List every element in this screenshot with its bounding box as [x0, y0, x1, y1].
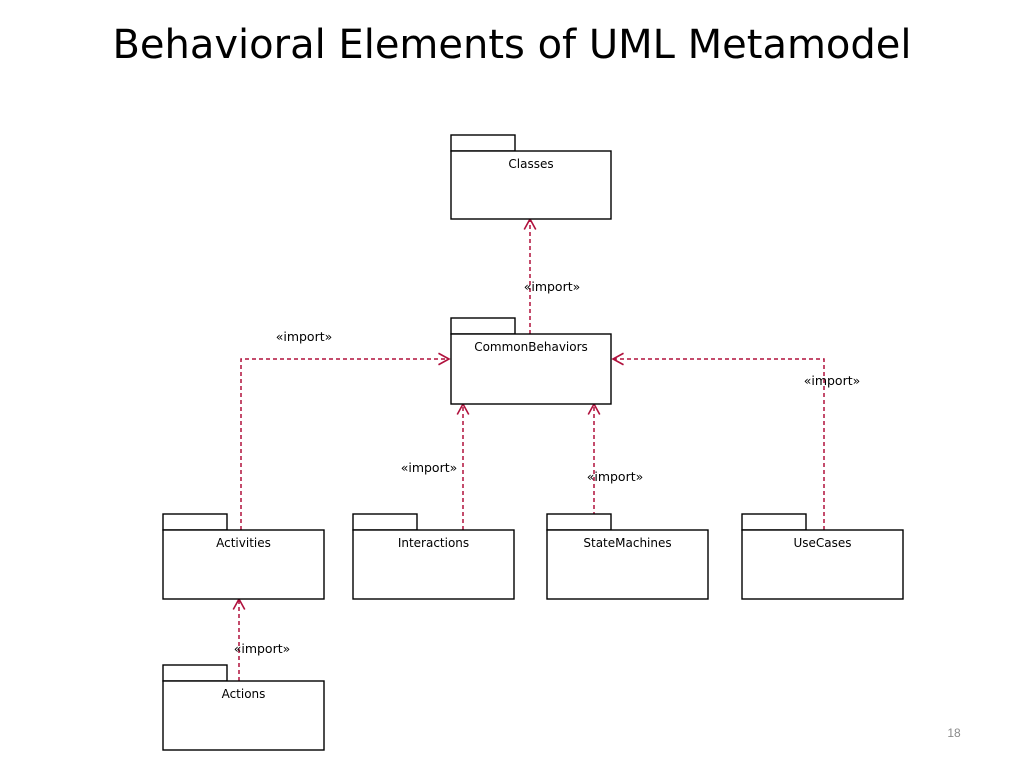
package-label: Interactions: [398, 536, 469, 550]
dependency-common-to-classes: [523, 217, 537, 334]
package-body: [162, 529, 325, 600]
package-tab: [450, 134, 516, 152]
slide-title: Behavioral Elements of UML Metamodel: [112, 22, 912, 68]
import-stereotype-label: «import»: [276, 329, 333, 344]
import-stereotype-label: «import»: [524, 279, 581, 294]
package-tab: [162, 513, 228, 531]
package-tab: [450, 317, 516, 335]
dependency-interactions-to-common: [456, 402, 470, 530]
dependency-activities-to-common: [240, 352, 451, 530]
import-stereotype-label: «import»: [587, 469, 644, 484]
import-stereotype-label: «import»: [804, 373, 861, 388]
open-arrowhead: [611, 352, 624, 366]
package-interactions: Interactions: [352, 513, 515, 600]
package-tab: [546, 513, 612, 531]
dependency-actions-to-activities: [232, 597, 246, 681]
package-activities: Activities: [162, 513, 325, 600]
import-stereotype-label: «import»: [234, 641, 291, 656]
dependency-layer: [232, 217, 825, 681]
package-body: [450, 150, 612, 220]
package-label: Activities: [216, 536, 271, 550]
page-number: 18: [947, 726, 961, 740]
package-tab: [162, 664, 228, 682]
dependency-usecases-to-common: [611, 352, 825, 530]
package-body: [546, 529, 709, 600]
package-label: UseCases: [793, 536, 851, 550]
package-actions: Actions: [162, 664, 325, 751]
dependency-statemachines-to-common: [587, 402, 601, 530]
open-arrowhead: [438, 352, 451, 366]
import-stereotype-label: «import»: [401, 460, 458, 475]
package-tab: [352, 513, 418, 531]
package-label: Actions: [222, 687, 266, 701]
package-label: CommonBehaviors: [474, 340, 588, 354]
package-usecases: UseCases: [741, 513, 904, 600]
dependency-line: [240, 358, 449, 530]
package-body: [741, 529, 904, 600]
dependency-label-layer: «import» «import» «import» «import» «import»…: [234, 279, 861, 656]
package-tab: [741, 513, 807, 531]
package-label: StateMachines: [583, 536, 671, 550]
package-body: [162, 680, 325, 751]
package-body: [352, 529, 515, 600]
package-classes: Classes: [450, 134, 612, 220]
package-label: Classes: [508, 157, 553, 171]
package-common: CommonBehaviors: [450, 317, 612, 405]
package-body: [450, 333, 612, 405]
dependency-line: [613, 358, 825, 530]
package-statemachines: StateMachines: [546, 513, 709, 600]
